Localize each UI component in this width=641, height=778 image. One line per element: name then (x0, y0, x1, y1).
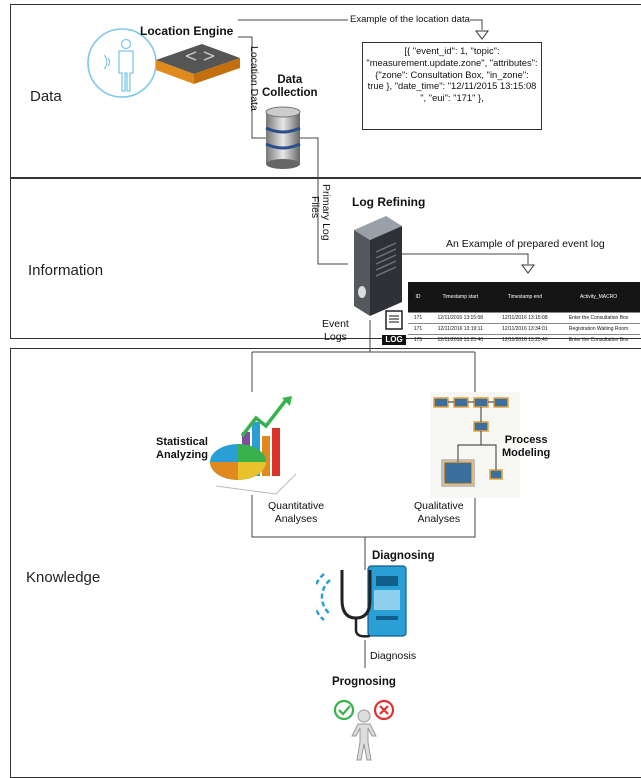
location-data-label: Location Data (248, 46, 260, 111)
table-cell: 12/11/2016 13:15:08 (492, 312, 558, 324)
primary-log-files-label: Primary Log (320, 184, 332, 241)
knowledge-layer-label: Knowledge (26, 569, 101, 586)
event-log-table: ID Timestamp start Timestamp end Activit… (408, 282, 640, 345)
table-row: 171 12/11/2016 13:15:08 12/11/2016 13:15… (408, 312, 640, 324)
table-cell: Enter the Consultation Box (557, 312, 640, 324)
table-row: 175 12/11/2016 13:25:40 12/11/2016 13:25… (408, 334, 640, 345)
event-logs-label: Event Logs (322, 318, 349, 344)
table-cell: 12/11/2016 13:34:01 (492, 323, 558, 335)
table-cell: 12/11/2016 13:25:40 (428, 334, 493, 345)
data-collection-line2: Collection (262, 87, 318, 99)
log-refining-label: Log Refining (352, 195, 426, 209)
table-cell: 12/11/2016 13:25:40 (492, 334, 558, 345)
data-collection-line1: Data (277, 74, 303, 86)
table-header-cell: Timestamp start (428, 282, 493, 313)
document-icon (385, 310, 403, 330)
event-logs-line2: Logs (324, 331, 347, 343)
diagnosis-label: Diagnosis (370, 650, 417, 662)
primary-log-line2: Files (309, 196, 321, 219)
information-layer-label: Information (28, 262, 104, 279)
location-engine-label: Location Engine (140, 24, 234, 38)
qualitative-line2: Analyses (417, 513, 461, 525)
diagnosing-label: Diagnosing (372, 550, 435, 562)
log-icon-text: LOG (382, 335, 406, 345)
quantitative-line1: Quantitative (268, 500, 325, 512)
log-file-icon: LOG (382, 310, 406, 345)
event-log-table-header: ID Timestamp start Timestamp end Activit… (408, 282, 640, 313)
quantitative-line2: Analyses (274, 513, 318, 525)
qualitative-line1: Qualitative (414, 500, 464, 512)
statistical-line1: Statistical (156, 436, 208, 448)
server-icon (354, 216, 402, 316)
table-cell: 175 (408, 334, 428, 345)
decision-person-icon (334, 699, 395, 761)
statistical-analyzing-label: Statistical Analyzing (156, 436, 208, 462)
primary-log-files-label2: Files (309, 196, 321, 219)
stethoscope-computer-icon (316, 565, 407, 638)
process-model-icon (430, 392, 520, 498)
location-example-label: Example of the location data (350, 14, 470, 25)
primary-log-line1: Primary Log (320, 184, 332, 241)
table-header-cell: Timestamp end (492, 282, 558, 313)
router-icon (156, 44, 240, 84)
table-cell: Registration Waiting Room (557, 323, 640, 335)
data-layer-label: Data (30, 88, 62, 105)
location-example-json: [{ "event_id": 1, "topic": "measurement.… (362, 42, 542, 130)
statistical-line2: Analyzing (156, 449, 208, 461)
table-row: 171 12/11/2016 13:19:11 12/11/2016 13:34… (408, 323, 640, 335)
table-header-cell: ID (408, 282, 428, 313)
table-cell: 12/11/2016 13:15:08 (428, 312, 493, 324)
database-icon (265, 106, 301, 169)
table-cell: 171 (408, 312, 428, 324)
process-modeling-label: Process Modeling (502, 434, 550, 460)
process-line2: Modeling (502, 447, 551, 459)
event-log-example-label: An Example of prepared event log (446, 238, 605, 250)
knowledge-layer-band (10, 348, 641, 778)
process-line1: Process (504, 434, 548, 446)
quantitative-analyses-label: Quantitative Analyses (268, 500, 324, 526)
event-logs-line1: Event (322, 318, 349, 330)
prognosing-label: Prognosing (332, 676, 396, 688)
table-cell: 12/11/2016 13:19:11 (428, 323, 493, 335)
table-cell: 171 (408, 323, 428, 335)
data-collection-label: Data Collection (262, 74, 318, 100)
statistical-chart-icon (210, 396, 297, 495)
table-cell: Enter the Consultation Box (557, 334, 640, 345)
table-header-cell: Activity_MACRO (557, 282, 640, 313)
qualitative-analyses-label: Qualitative Analyses (414, 500, 464, 526)
